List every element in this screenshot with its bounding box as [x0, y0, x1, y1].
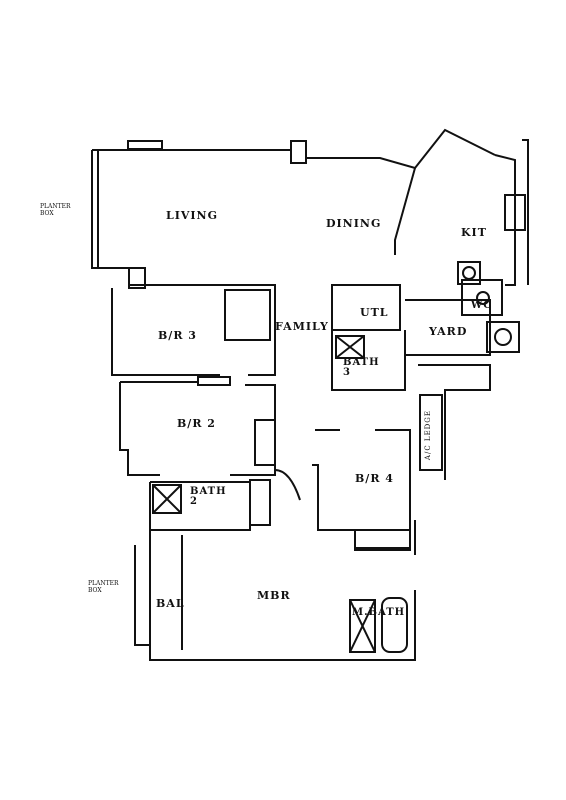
shower-bath3	[335, 335, 365, 359]
wardrobe-bath2	[249, 479, 271, 526]
kitchen-counter	[504, 194, 526, 231]
room-br3: B/R 3	[158, 329, 197, 342]
room-bath2: BATH 2	[190, 486, 227, 507]
washer-drum	[494, 328, 512, 346]
room-utl: UTL	[360, 306, 389, 319]
ac-ledge	[419, 394, 443, 471]
wall-living-left	[91, 150, 130, 269]
window-br2	[197, 376, 231, 386]
room-kit: KIT	[461, 226, 487, 239]
room-yard: YARD	[429, 325, 468, 338]
kitchen-sink	[457, 261, 481, 285]
room-bal: BAL	[156, 597, 185, 610]
shower-x	[152, 484, 182, 514]
shower-bath2	[152, 484, 182, 514]
shower-bath3-x	[335, 335, 365, 359]
room-br4: B/R 4	[355, 472, 394, 485]
wall-kitchen-diag	[394, 167, 416, 255]
wall-yard	[405, 299, 491, 356]
wall-bal	[134, 545, 150, 646]
washer	[486, 321, 520, 353]
wall-kitchen-right2	[522, 139, 529, 285]
room-mbath: M.BATH	[352, 607, 406, 618]
room-living: LIVING	[166, 209, 219, 222]
wardrobe-br2	[254, 419, 276, 466]
wall-ac-ledge	[418, 364, 491, 480]
wardrobe-br3	[224, 289, 271, 341]
wall-bath2	[149, 481, 251, 531]
planter-box-label-2: PLANTER BOX	[88, 580, 119, 594]
wall-br4	[312, 429, 411, 551]
door-br2	[274, 469, 301, 501]
wall-br3	[111, 284, 276, 376]
ac-ledge-label: A/C LEDGE	[424, 410, 432, 461]
room-br2: B/R 2	[177, 417, 216, 430]
wall-bath3	[331, 330, 406, 391]
wc-room	[461, 279, 503, 316]
planter-box-label-1: PLANTER BOX	[40, 203, 71, 217]
room-bath3: BATH 3	[343, 357, 380, 378]
room-family: FAMILY	[275, 320, 329, 333]
kitchen-sink-bowl	[462, 266, 476, 280]
column-3	[128, 267, 146, 289]
column-2	[290, 140, 307, 164]
shower-mbath	[349, 599, 376, 653]
room-mbr: MBR	[257, 589, 291, 602]
bathtub	[381, 597, 408, 653]
wall-utl	[331, 284, 401, 331]
wall-mbr	[149, 520, 416, 661]
column-1	[127, 140, 163, 150]
shower-mbath-x	[349, 599, 376, 653]
room-wc: WC	[471, 300, 493, 311]
wardrobe-br4	[354, 529, 411, 549]
wc-toilet	[476, 291, 490, 305]
room-dining: DINING	[326, 217, 382, 230]
wall-kitchen-right	[494, 154, 516, 286]
